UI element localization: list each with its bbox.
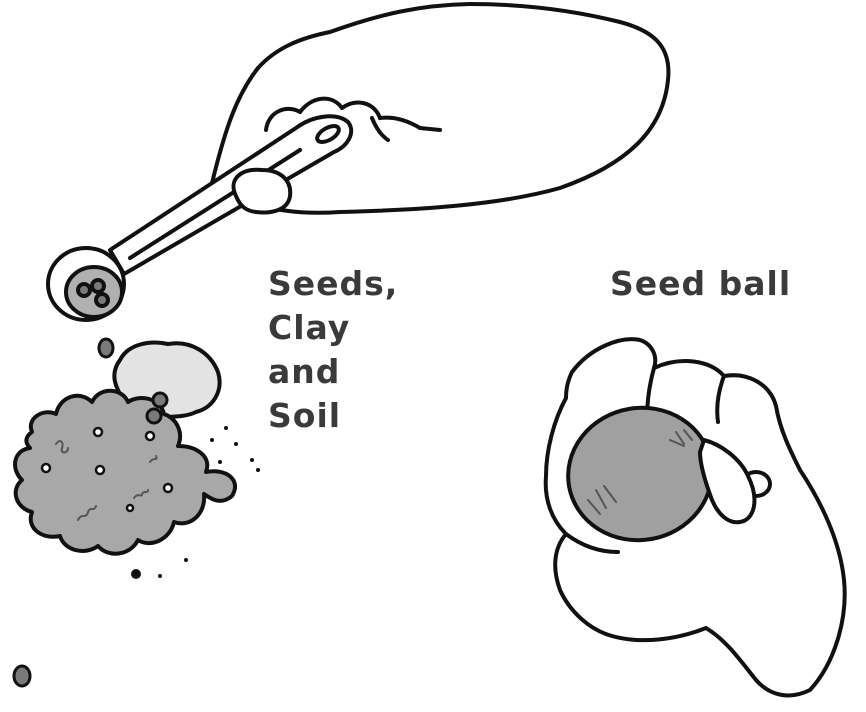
seed-icon bbox=[94, 428, 102, 436]
seed-icon bbox=[127, 505, 133, 511]
ingredients-label-line-2: Clay bbox=[268, 306, 398, 350]
seed-ball-label: Seed ball bbox=[610, 262, 791, 306]
seed-icon bbox=[146, 432, 154, 440]
crumb-icon bbox=[234, 442, 238, 446]
seed-icon bbox=[153, 393, 167, 407]
crumb-icon bbox=[210, 438, 214, 442]
falling-seed-icon bbox=[14, 666, 30, 686]
ingredients-label-line-1: Seeds, bbox=[268, 262, 398, 306]
seed-icon bbox=[42, 464, 50, 472]
ingredients-label: Seeds, Clay and Soil bbox=[268, 262, 398, 438]
seed-icon bbox=[147, 409, 161, 423]
falling-seed-icon bbox=[99, 339, 113, 357]
crumb-icon bbox=[250, 458, 254, 462]
crumb-icon bbox=[184, 558, 188, 562]
crumb-icon bbox=[158, 574, 162, 578]
seed-icon bbox=[96, 466, 104, 474]
crumb-icon bbox=[131, 569, 141, 579]
seed-icon bbox=[164, 484, 172, 492]
ingredients-label-line-3: and bbox=[268, 350, 398, 394]
ingredients-label-line-4: Soil bbox=[268, 394, 398, 438]
crumb-icon bbox=[218, 460, 222, 464]
upper-thumb-icon bbox=[234, 170, 291, 213]
crumb-icon bbox=[256, 468, 260, 472]
crumb-icon bbox=[224, 426, 228, 430]
